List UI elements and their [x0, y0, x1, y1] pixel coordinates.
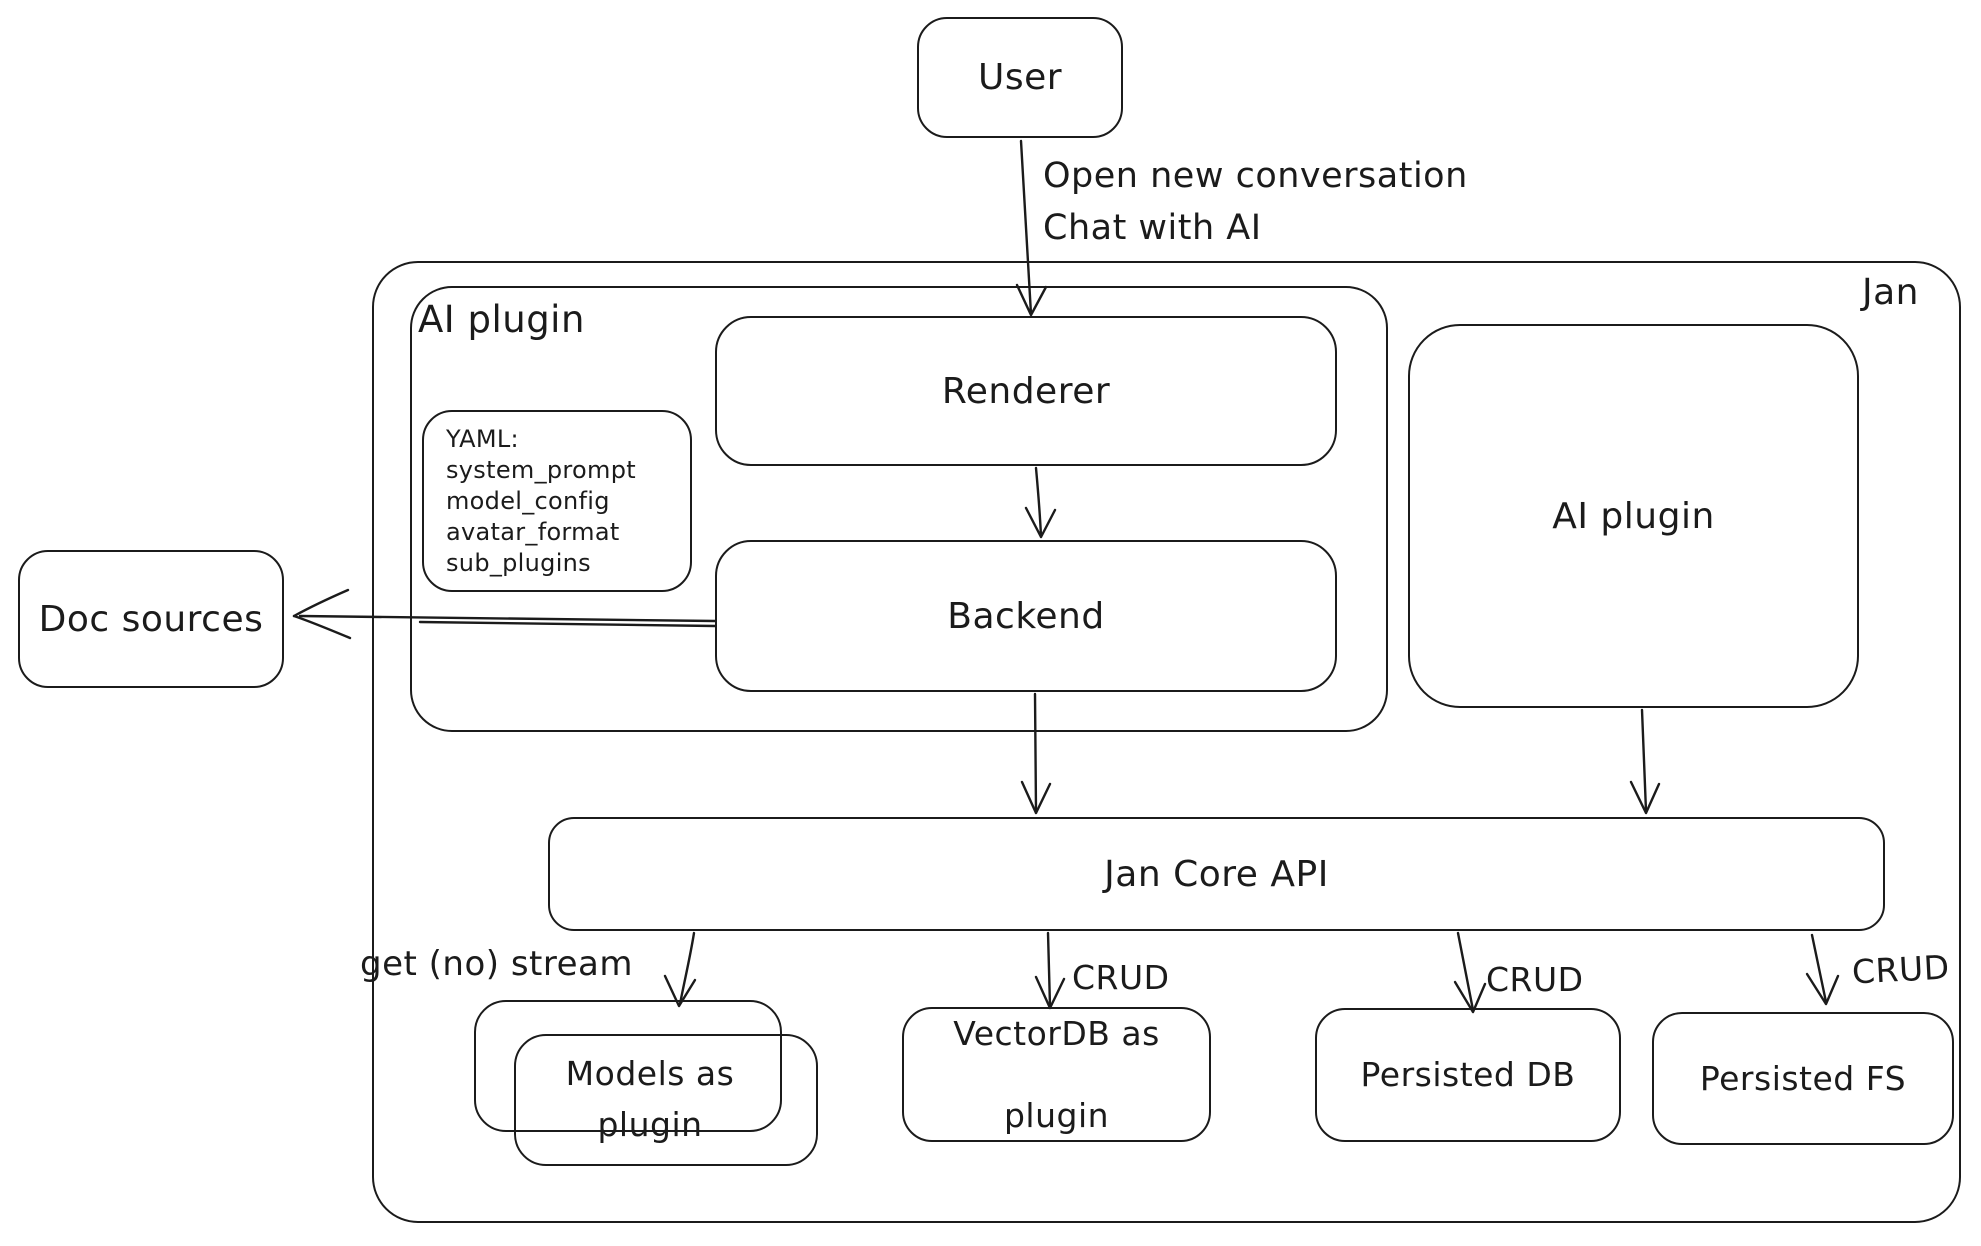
- edge-label-line1: Open new conversation: [1043, 156, 1468, 196]
- backend-node-label: Backend: [947, 595, 1105, 637]
- yaml-note-box: [422, 410, 692, 592]
- yaml-line: system_prompt: [446, 456, 636, 484]
- user-node: User: [917, 17, 1123, 138]
- jan-container: [372, 261, 1961, 1223]
- models-as-plugin-label-line2: plugin: [597, 1105, 703, 1145]
- vectordb-label-line2: plugin: [1003, 1096, 1110, 1136]
- ai-plugin-right-node: AI plugin: [1408, 324, 1859, 708]
- renderer-node-label: Renderer: [941, 370, 1111, 412]
- doc-sources-node: Doc sources: [18, 550, 284, 688]
- doc-sources-node-label: Doc sources: [38, 598, 264, 640]
- user-node-label: User: [977, 57, 1063, 98]
- persisted-fs-node-label: Persisted FS: [1699, 1058, 1907, 1098]
- user-to-renderer-edge-label: Open new conversation Chat with AI: [1043, 150, 1468, 254]
- ai-plugin-container: [410, 286, 1388, 732]
- edge-label-line2: Chat with AI: [1043, 208, 1262, 248]
- vectordb-as-plugin-label: VectorDB as plugin: [953, 971, 1160, 1177]
- ai-plugin-right-node-label: AI plugin: [1552, 495, 1715, 537]
- persisted-db-node: Persisted DB: [1315, 1008, 1621, 1142]
- models-as-plugin-label-line1: Models as: [565, 1054, 735, 1093]
- jan-core-api-node: Jan Core API: [548, 817, 1885, 931]
- vectordb-as-plugin-node: VectorDB as plugin: [902, 1007, 1211, 1142]
- yaml-note-text: YAML: system_prompt model_config avatar_…: [446, 424, 636, 579]
- models-as-plugin-node-back: [474, 1000, 782, 1132]
- persisted-fs-node: Persisted FS: [1652, 1012, 1954, 1145]
- crud-persisted-fs-edge-label: CRUD: [1851, 947, 1951, 992]
- get-no-stream-edge-label: get (no) stream: [360, 944, 633, 984]
- crud-persisted-db-edge-label: CRUD: [1486, 960, 1584, 999]
- yaml-line: sub_plugins: [446, 549, 591, 577]
- crud-vectordb-edge-label: CRUD: [1072, 958, 1170, 997]
- renderer-node: Renderer: [715, 316, 1337, 466]
- models-as-plugin-node-front: [514, 1034, 818, 1166]
- jan-core-api-node-label: Jan Core API: [1104, 853, 1329, 895]
- models-as-plugin-label: Models as plugin: [480, 1048, 820, 1150]
- persisted-db-node-label: Persisted DB: [1360, 1055, 1576, 1095]
- yaml-line: avatar_format: [446, 518, 620, 546]
- backend-node: Backend: [715, 540, 1337, 692]
- yaml-line: model_config: [446, 487, 610, 515]
- vectordb-label-line1: VectorDB as: [953, 1013, 1160, 1053]
- ai-plugin-container-label: AI plugin: [418, 298, 585, 341]
- jan-container-label: Jan: [1862, 272, 1919, 313]
- yaml-line: YAML:: [446, 425, 519, 453]
